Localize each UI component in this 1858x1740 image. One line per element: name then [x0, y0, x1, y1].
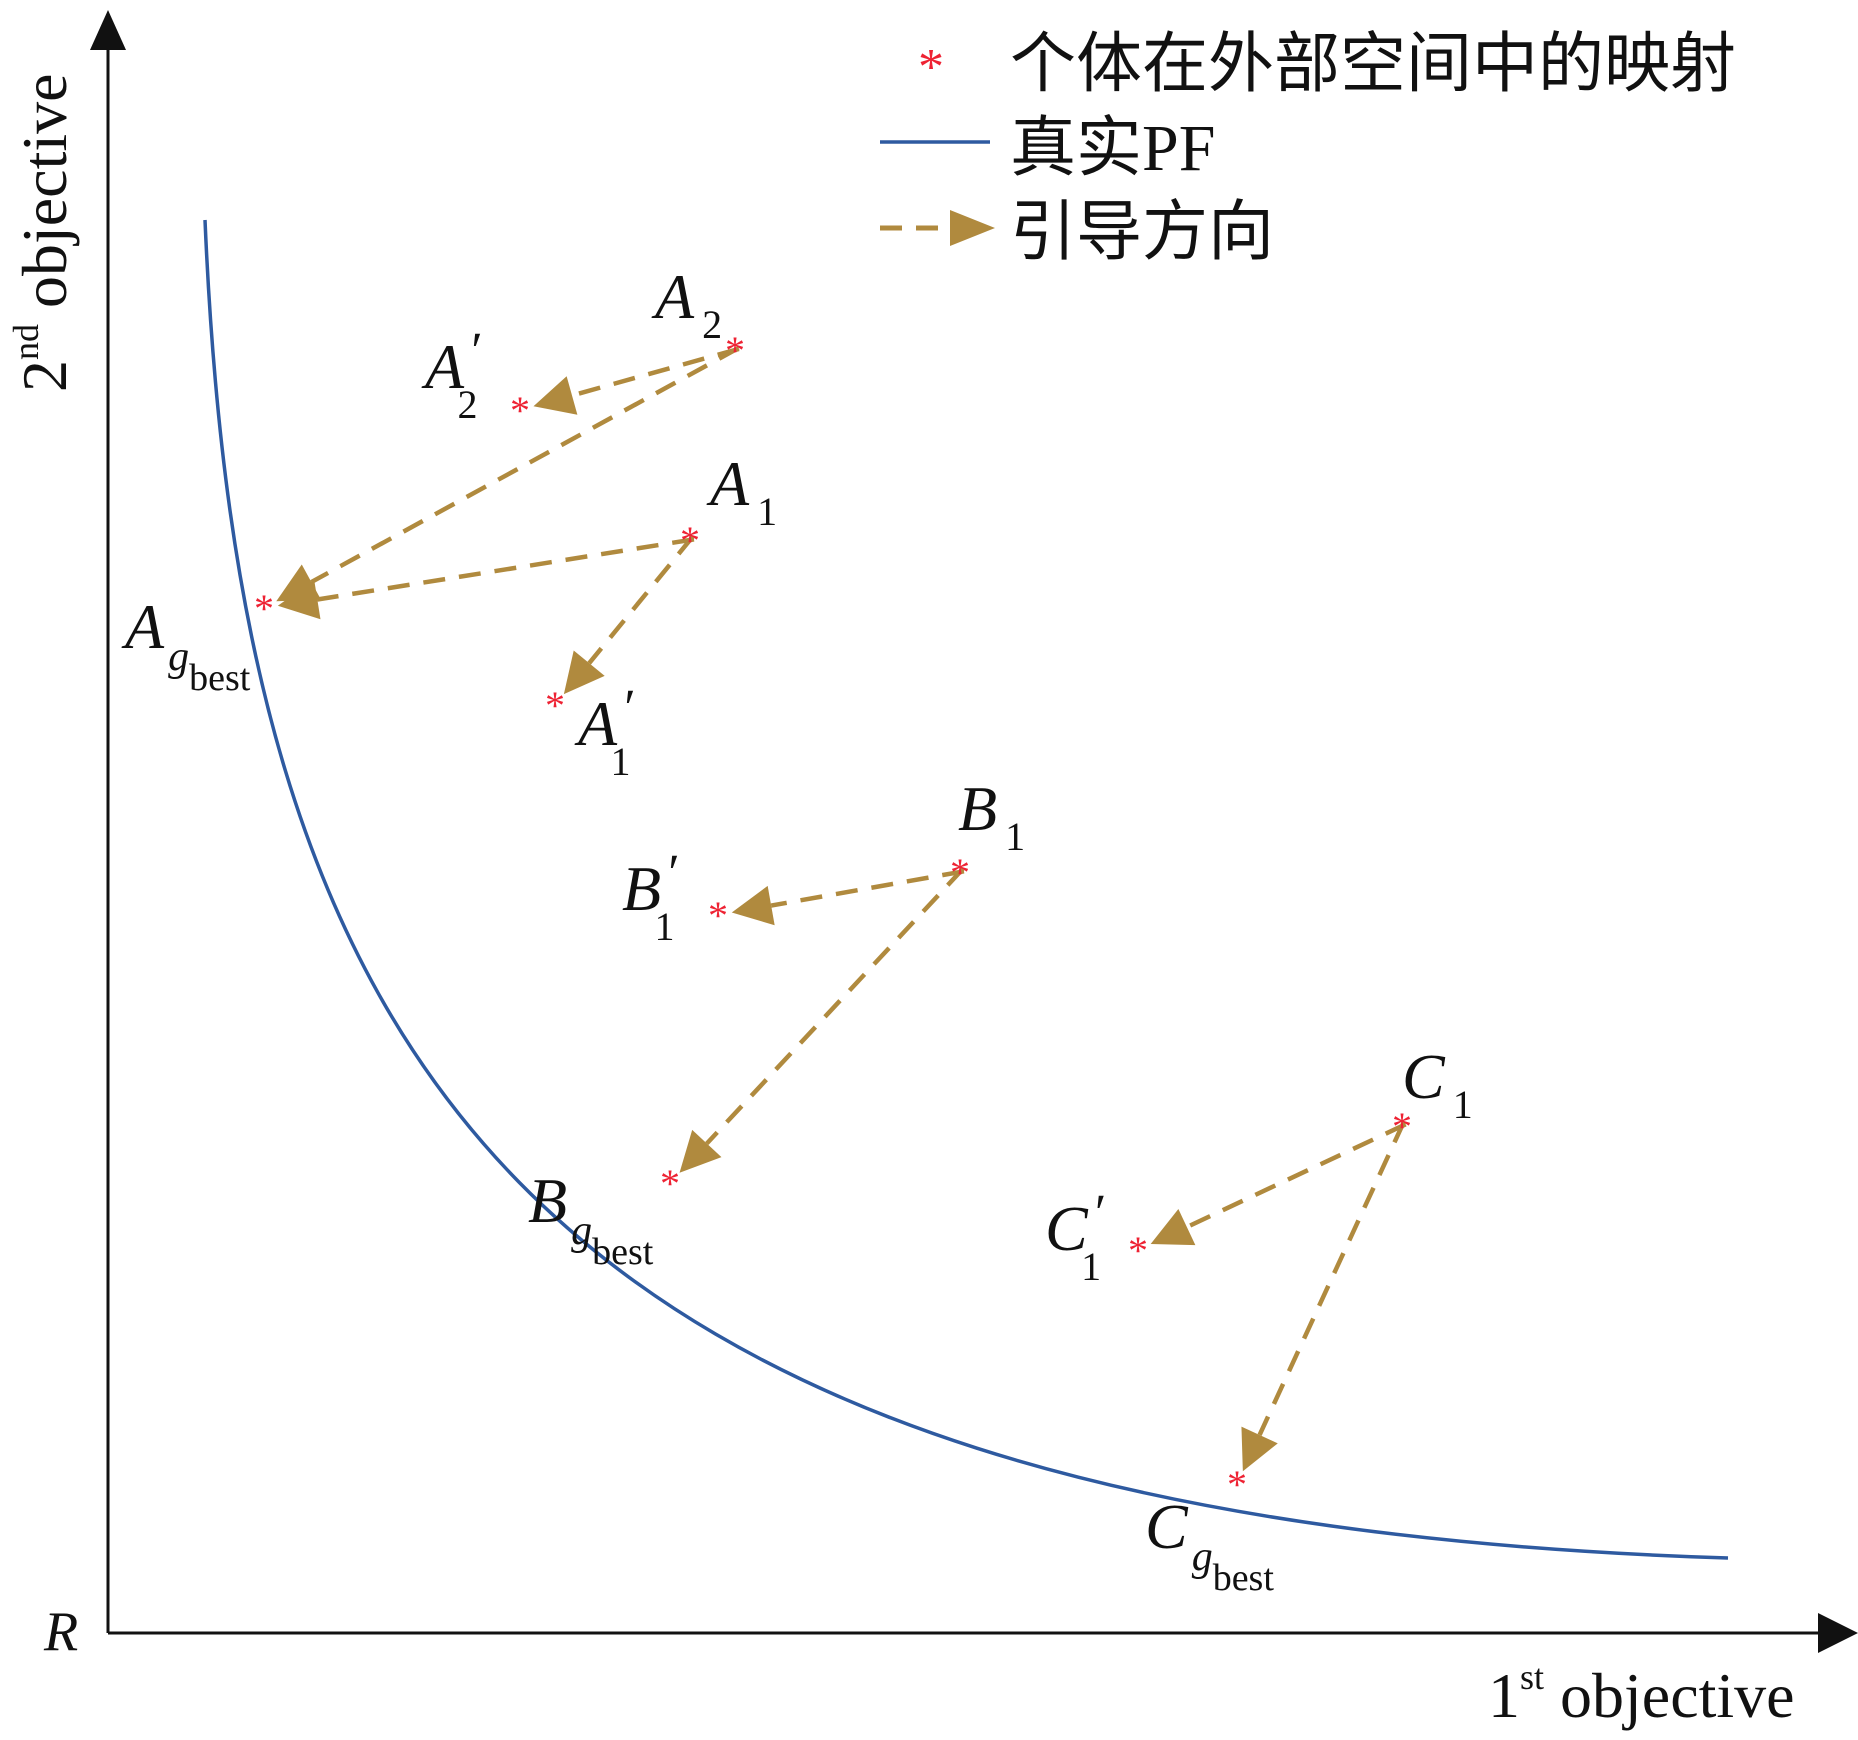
y-axis-label: 2nd objective	[6, 73, 80, 392]
point-label-C1p: C′1	[1045, 1185, 1105, 1289]
legend-point-symbol: *	[918, 39, 944, 96]
x-axis-arrowhead	[1818, 1613, 1858, 1653]
guide-arrowhead-B1-to-B1p	[731, 885, 775, 926]
legend-arrow-label: 引导方向	[1010, 196, 1274, 269]
point-label-prime: ′	[621, 680, 634, 737]
point-label-subsubscript: best	[189, 657, 251, 699]
x-axis-label-base: 1	[1488, 1660, 1520, 1731]
guide-line-A1-to-Agbest	[316, 537, 695, 602]
point-label-subscript: 2	[457, 382, 477, 427]
point-label-letter: A	[421, 331, 465, 402]
point-label-subscript: 1	[757, 489, 777, 534]
y-axis-label-base: 2	[9, 360, 80, 392]
point-marker-Cgbest: *	[1227, 1462, 1247, 1507]
point-label-Bgbest: Bgbest	[528, 1165, 654, 1273]
guide-line-B1-to-Bgbest	[705, 867, 965, 1146]
point-label-subscript: g	[571, 1208, 592, 1254]
point-marker-Agbest: *	[254, 586, 274, 631]
axes: R 1st objective 2nd objective	[6, 10, 1858, 1731]
point-marker-B1: *	[950, 850, 970, 895]
point-label-A2p: A′2	[421, 323, 481, 427]
guide-line-C1-to-Cgbest	[1257, 1121, 1406, 1436]
y-axis-label-sup: nd	[6, 324, 46, 360]
point-marker-A2p: *	[510, 388, 530, 433]
guide-line-A2-to-A2p	[571, 346, 740, 398]
guide-line-A2-to-Agbest	[310, 346, 740, 585]
point-label-letter: C	[1402, 1041, 1446, 1112]
guide-arrowhead-B1-to-Bgbest	[679, 1129, 722, 1173]
point-label-subscript: 1	[610, 739, 630, 784]
y-axis-label-rest: objective	[9, 73, 80, 324]
point-label-prime: ′	[665, 845, 678, 902]
point-label-Agbest: Agbest	[121, 591, 251, 699]
point-marker-A1: *	[680, 518, 700, 563]
point-label-subscript: 1	[1005, 814, 1025, 859]
point-label-Cgbest: Cgbest	[1145, 1491, 1274, 1599]
point-marker-Bgbest: *	[660, 1161, 680, 1206]
guide-line-C1-to-C1p	[1185, 1122, 1407, 1230]
point-label-prime: ′	[1092, 1185, 1105, 1242]
point-label-subscript: g	[168, 634, 189, 680]
legend-point-label: 个体在外部空间中的映射	[1010, 28, 1736, 101]
point-marker-C1p: *	[1128, 1228, 1148, 1273]
point-label-A1p: A′1	[574, 680, 634, 784]
guide-line-A1-to-A1p	[587, 535, 695, 665]
point-marker-C1: *	[1392, 1104, 1412, 1149]
guide-arrowhead-A2-to-A2p	[533, 376, 578, 415]
point-label-letter: B	[622, 853, 661, 924]
point-label-subscript: 2	[702, 302, 722, 347]
point-label-subscript: g	[1192, 1534, 1213, 1580]
point-label-subscript: 1	[1453, 1082, 1473, 1127]
point-marker-B1p: *	[708, 893, 728, 938]
x-axis-label: 1st objective	[1488, 1657, 1795, 1731]
guide-arrowhead-C1-to-Cgbest	[1241, 1426, 1278, 1472]
guide-arrowhead-A1-to-Agbest	[277, 579, 321, 620]
point-label-letter: A	[706, 448, 750, 519]
guide-line-B1-to-B1p	[770, 869, 965, 908]
point-label-letter: A	[574, 688, 618, 759]
point-label-prime: ′	[468, 323, 481, 380]
pareto-front-curve	[203, 219, 1729, 1560]
legend-arrow-head	[950, 210, 995, 246]
point-label-letter: B	[958, 773, 997, 844]
point-label-letter: A	[651, 261, 695, 332]
guide-arrowhead-A1-to-A1p	[563, 650, 605, 695]
point-label-subscript: 1	[654, 904, 674, 949]
x-axis-label-rest: objective	[1544, 1660, 1795, 1731]
point-label-letter: B	[528, 1165, 567, 1236]
point-label-subsubscript: best	[1213, 1557, 1275, 1599]
x-axis-label-sup: st	[1520, 1657, 1544, 1697]
legend-line-label: 真实PF	[1010, 112, 1215, 185]
point-marker-A1p: *	[545, 683, 565, 728]
guide-arrows	[276, 346, 1407, 1472]
point-label-subscript: 1	[1081, 1244, 1101, 1289]
origin-label: R	[43, 1601, 78, 1663]
guide-arrowhead-C1-to-C1p	[1150, 1208, 1196, 1246]
point-marker-A2: *	[725, 328, 745, 373]
point-label-letter: A	[121, 591, 165, 662]
y-axis-arrowhead	[90, 10, 126, 50]
point-label-letter: C	[1045, 1193, 1089, 1264]
legend: * 个体在外部空间中的映射 真实PF 引导方向	[880, 28, 1736, 269]
point-label-subsubscript: best	[592, 1231, 654, 1273]
point-label-letter: C	[1145, 1491, 1189, 1562]
point-label-B1p: B′1	[622, 845, 678, 949]
